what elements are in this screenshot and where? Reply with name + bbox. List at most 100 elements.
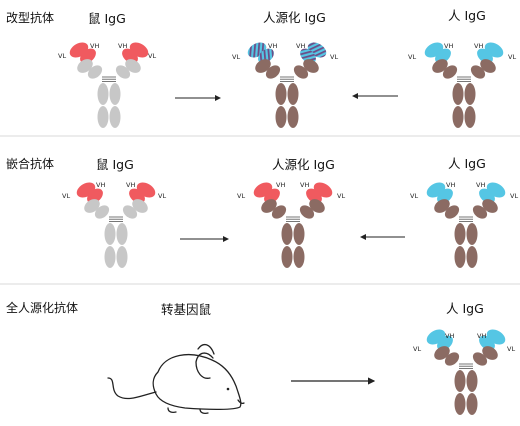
vl-label-right: VL — [337, 192, 345, 200]
fc-domain — [293, 246, 305, 268]
mouse-eye — [226, 387, 230, 391]
section-title: 改型抗体 — [6, 10, 54, 25]
fc-domain — [466, 370, 478, 392]
heavy-chain-variable-domain — [477, 48, 493, 64]
fc-domain — [104, 223, 116, 245]
mouse-antibody: VL VH VH VL — [62, 181, 166, 268]
heavy-chain-variable-domain — [264, 188, 280, 204]
heavy-chain-constant-domain — [265, 65, 281, 79]
fc-domain — [97, 83, 109, 105]
vl-label-left: VL — [237, 192, 245, 200]
fc-domain — [109, 106, 121, 128]
heavy-chain-variable-domain — [435, 48, 451, 64]
vh-label-right: VH — [474, 42, 483, 50]
section-title: 嵌合抗体 — [6, 156, 54, 171]
light-chain-constant-domain — [77, 59, 93, 73]
light-chain-constant-domain — [125, 59, 141, 73]
heavy-chain-constant-domain — [271, 205, 287, 219]
light-chain-constant-domain — [434, 199, 450, 213]
heavy-chain-constant-domain — [122, 205, 138, 219]
human-antibody: VL VH VH VL — [413, 329, 515, 415]
heavy-chain-variable-domain — [80, 48, 96, 64]
heavy-chain-variable-domain — [479, 188, 495, 204]
heavy-chain-constant-domain — [472, 205, 488, 219]
fc-domain — [454, 246, 466, 268]
fc-domain — [452, 83, 464, 105]
heavy-chain-variable-domain — [437, 188, 453, 204]
mouse-igg-label: 鼠 IgG — [88, 11, 126, 26]
vl-label-right: VL — [508, 53, 516, 61]
vl-label-right: VL — [507, 345, 515, 353]
fc-domain — [281, 223, 293, 245]
heavy-chain-constant-domain — [94, 205, 110, 219]
light-chain-constant-domain — [132, 199, 148, 213]
light-chain-constant-domain — [255, 59, 271, 73]
vh-label-right: VH — [477, 332, 486, 340]
light-chain-constant-domain — [480, 59, 496, 73]
fc-domain — [454, 393, 466, 415]
light-chain-constant-domain — [432, 59, 448, 73]
vl-label-left: VL — [413, 345, 421, 353]
vh-label-right: VH — [126, 181, 135, 189]
vh-label-left: VH — [445, 332, 454, 340]
fc-domain — [466, 223, 478, 245]
fc-domain — [116, 246, 128, 268]
vl-label-right: VL — [158, 192, 166, 200]
fc-domain — [454, 370, 466, 392]
heavy-chain-constant-domain — [470, 65, 486, 79]
human-igg-label: 人 IgG — [448, 156, 486, 171]
humanized-igg-label: 人源化 IgG — [272, 157, 335, 172]
mouse-illustration — [107, 343, 245, 415]
vl-label-right: VL — [148, 52, 156, 60]
vl-label-left: VL — [408, 53, 416, 61]
vl-label-right: VL — [330, 53, 338, 61]
heavy-chain-constant-domain — [115, 65, 131, 79]
vh-label-right: VH — [476, 181, 485, 189]
fc-domain — [466, 393, 478, 415]
vl-label-left: VL — [58, 52, 66, 60]
fc-domain — [116, 223, 128, 245]
fc-domain — [464, 83, 476, 105]
vh-label-right: VH — [300, 181, 309, 189]
humanized-igg-label: 人源化 IgG — [263, 10, 326, 25]
transgenic-mouse-label: 转基因鼠 — [161, 302, 212, 317]
fc-domain — [454, 223, 466, 245]
section-title: 全人源化抗体 — [6, 300, 78, 315]
heavy-chain-constant-domain — [299, 205, 315, 219]
heavy-chain-constant-domain — [472, 352, 488, 366]
heavy-chain-variable-domain — [306, 188, 322, 204]
mouse-igg-label: 鼠 IgG — [96, 157, 134, 172]
fc-domain — [275, 83, 287, 105]
vl-label-left: VL — [62, 192, 70, 200]
heavy-chain-constant-domain — [442, 65, 458, 79]
heavy-chain-constant-domain — [293, 65, 309, 79]
section-chimeric-antibody: 嵌合抗体 鼠 IgG 人源化 IgG 人 IgG VL VH VH VL VL VH VH… — [6, 156, 518, 268]
heavy-chain-constant-domain — [444, 205, 460, 219]
fc-domain — [293, 223, 305, 245]
vh-label-left: VH — [444, 42, 453, 50]
heavy-chain-variable-domain — [479, 335, 495, 351]
fc-domain — [287, 83, 299, 105]
fc-domain — [466, 246, 478, 268]
light-chain-constant-domain — [309, 199, 325, 213]
heavy-chain-variable-domain — [300, 48, 316, 64]
light-chain-constant-domain — [84, 199, 100, 213]
vh-label-left: VH — [446, 181, 455, 189]
vh-label-right: VH — [296, 42, 305, 50]
vh-label-left: VH — [96, 181, 105, 189]
fc-domain — [97, 106, 109, 128]
vh-label-left: VH — [90, 42, 99, 50]
fc-domain — [104, 246, 116, 268]
heavy-chain-variable-domain — [437, 335, 453, 351]
heavy-chain-variable-domain — [122, 48, 138, 64]
fc-domain — [275, 106, 287, 128]
fc-domain — [287, 106, 299, 128]
fc-domain — [281, 246, 293, 268]
heavy-chain-variable-domain — [87, 188, 103, 204]
vl-label-right: VL — [510, 192, 518, 200]
